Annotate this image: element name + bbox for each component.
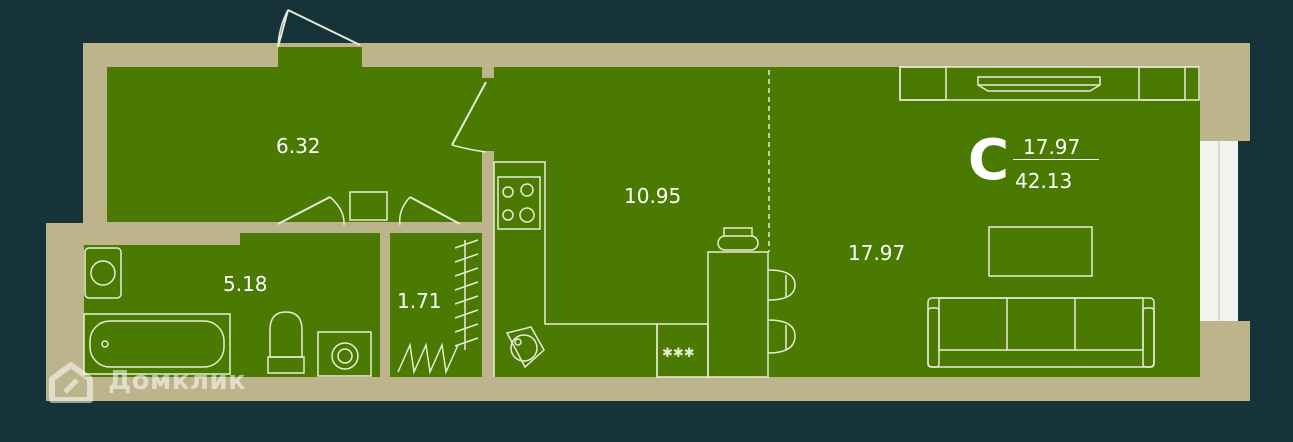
bathroom-door	[277, 196, 345, 226]
sink	[84, 247, 122, 299]
entrance-door	[277, 9, 361, 48]
room-area-kitchen: 10.95	[624, 184, 682, 208]
wardrobe-door	[398, 196, 461, 226]
kitchen-living-floor	[494, 67, 1200, 377]
hall-bottom-wall-right	[460, 222, 482, 233]
wardrobe-rail	[397, 239, 479, 375]
toilet	[267, 311, 305, 374]
dining-table	[707, 227, 796, 378]
hall-floor	[107, 47, 482, 222]
wardrobe-floor	[390, 233, 482, 377]
room-area-bathroom: 5.18	[223, 272, 268, 296]
washing-machine	[317, 331, 372, 377]
corner-sink	[505, 326, 545, 369]
coffee-table	[988, 226, 1093, 277]
domclick-logo-icon	[49, 362, 93, 403]
total-area-value: 42.13	[1015, 169, 1073, 193]
sofa	[927, 297, 1155, 368]
hall-bottom-wall-mid	[345, 222, 400, 233]
hall-kitchen-door-gap	[482, 78, 494, 151]
kitchen-counter: ✱✱✱	[493, 161, 709, 378]
floors	[84, 47, 1200, 377]
kitchen-door	[451, 81, 487, 153]
bathroom-floor	[84, 233, 380, 377]
room-area-hall: 6.32	[276, 134, 321, 158]
bath-wardrobe-wall	[380, 233, 390, 377]
room-area-wardrobe: 1.71	[397, 289, 442, 313]
cooktop	[497, 176, 541, 230]
fraction-line	[1013, 159, 1099, 160]
bathtub	[83, 313, 231, 375]
apartment-type-letter: С	[968, 128, 1010, 193]
living-area-value: 17.97	[1023, 135, 1081, 159]
hall-cabinet	[349, 191, 388, 221]
apartment-area-badge: С 17.97 42.13	[968, 131, 1108, 195]
brand-name: Домклик	[108, 366, 247, 396]
wardrobe-kitchen-wall	[482, 160, 494, 377]
hall-bottom-wall-left	[107, 222, 277, 233]
svg-text:✱✱✱: ✱✱✱	[662, 346, 695, 361]
tv-unit	[899, 66, 1200, 101]
room-area-living: 17.97	[848, 241, 906, 265]
